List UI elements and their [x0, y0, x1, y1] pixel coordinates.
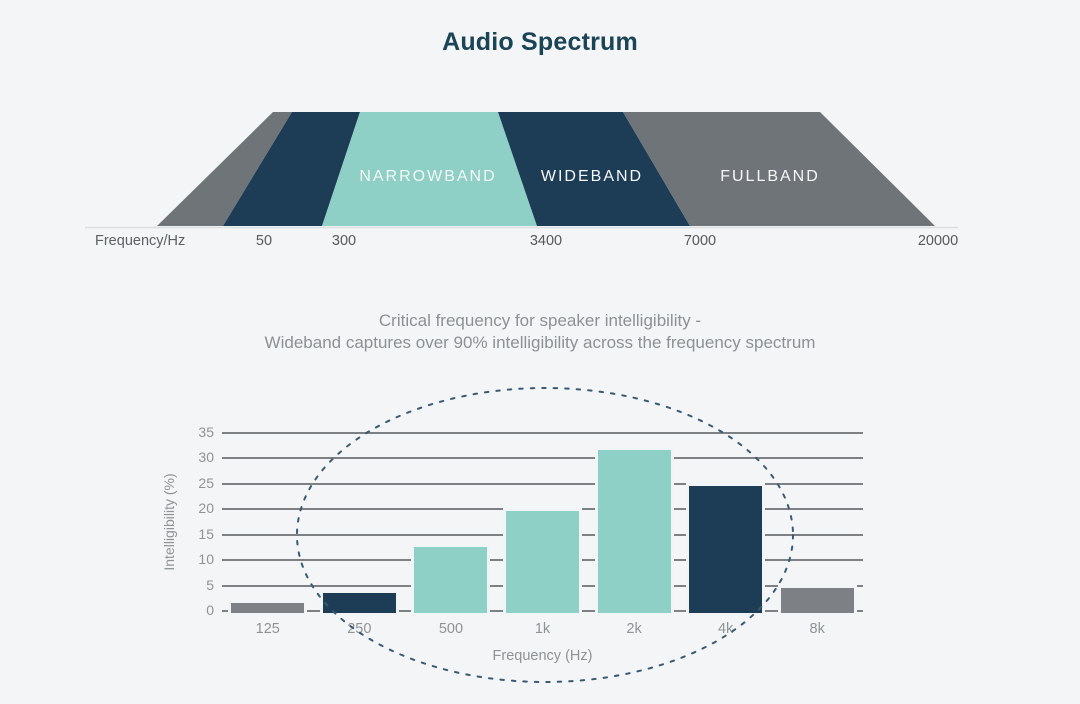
- spectrum-segment-narrowband: [322, 112, 537, 226]
- freq-tick-300: 300: [331, 233, 357, 249]
- page-title: Audio Spectrum: [442, 28, 638, 56]
- gridline-25: [222, 482, 863, 485]
- caption-line2: Wideband captures over 90% intelligibili…: [264, 333, 816, 352]
- y-axis-ticks: 35 30 25 20 15 10 5 0: [178, 424, 214, 618]
- bar-plot: 125 250 500 1k 2k 4k 8k: [222, 432, 863, 637]
- y-tick-label-5: 5: [206, 576, 214, 593]
- freq-tick-50: 50: [255, 233, 273, 249]
- x-axis-title: Frequency (Hz): [492, 648, 593, 664]
- wideband-label: WIDEBAND: [540, 168, 644, 185]
- narrowband-label: NARROWBAND: [359, 168, 497, 185]
- fullband-label: FULLBAND: [720, 168, 820, 185]
- caption: Critical frequency for speaker intelligi…: [0, 310, 1080, 354]
- bar-250: [322, 592, 396, 613]
- freq-tick-20000: 20000: [917, 233, 959, 249]
- x-tick-label-8k: 8k: [809, 621, 825, 637]
- caption-line1: Critical frequency for speaker intelligi…: [378, 311, 702, 330]
- y-tick-label-10: 10: [198, 551, 214, 568]
- freq-tick-7000: 7000: [683, 233, 717, 249]
- y-tick-label-20: 20: [198, 500, 214, 517]
- x-tick-label-4k: 4k: [717, 621, 734, 637]
- bar-125: [231, 602, 305, 613]
- x-tick-label-250: 250: [347, 621, 372, 637]
- bar-4k: [689, 485, 763, 613]
- gridline-35: [222, 432, 863, 434]
- y-axis-title: Intelligibility (%): [161, 473, 177, 571]
- y-tick-label-30: 30: [198, 449, 214, 466]
- spectrum-segment-wideband: [498, 112, 690, 226]
- y-tick-label-15: 15: [198, 525, 214, 542]
- bar-2k: [597, 450, 671, 613]
- freq-tick-3400: 3400: [529, 233, 563, 249]
- bar-500: [414, 546, 488, 613]
- y-tick-label-35: 35: [198, 424, 214, 440]
- spectrum-trapezoid: [85, 112, 958, 229]
- x-tick-label-500: 500: [438, 621, 464, 637]
- y-tick-label-0: 0: [206, 602, 214, 618]
- bar-1k: [506, 511, 579, 613]
- frequency-axis-label: Frequency/Hz: [95, 233, 186, 249]
- gridline-30: [222, 457, 863, 460]
- x-tick-label-125: 125: [255, 621, 280, 637]
- spectrum-segment-50-300: [223, 112, 360, 226]
- spectrum-segment-fullband: [623, 112, 935, 226]
- x-tick-label-2k: 2k: [626, 621, 642, 637]
- bar-8k: [780, 587, 854, 613]
- spectrum-segment-sub50: [157, 112, 292, 226]
- y-tick-label-25: 25: [198, 474, 214, 491]
- x-tick-label-1k: 1k: [534, 621, 551, 637]
- gridline-20: [222, 508, 863, 511]
